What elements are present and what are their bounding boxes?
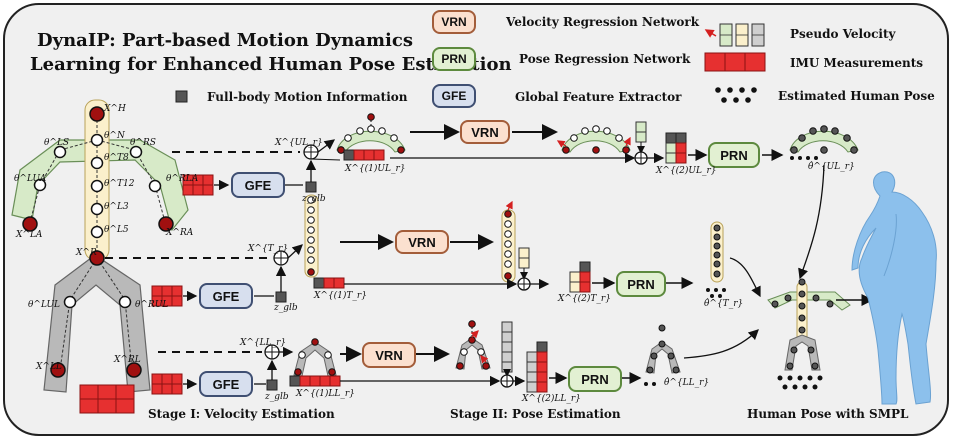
label-l5: θ^L5: [104, 225, 129, 235]
label-x1-ulr: X^{(1)UL_r}: [345, 164, 406, 174]
prn-box-lower: PRN: [568, 366, 622, 392]
label-zglb-upper: z_glb: [302, 194, 326, 204]
label-zglb-lower: z_glb: [265, 392, 289, 402]
vrn-box-lower: VRN: [362, 342, 416, 368]
label-la: X^LA: [16, 230, 43, 240]
label-rs: θ^RS: [130, 138, 156, 148]
legend-prn-text: Pose Regression Network: [519, 52, 691, 66]
legend-imu: IMU Measurements: [790, 56, 924, 70]
legend-prn-tag: PRN: [432, 47, 476, 71]
gfe-box-lower: GFE: [199, 371, 253, 397]
legend-gfe-tag: GFE: [432, 84, 476, 108]
title-line-1: DynaIP: Part-based Motion Dynamics: [37, 30, 413, 51]
label-root: X^R: [76, 248, 97, 258]
label-lul: θ^LUL: [28, 300, 61, 310]
gfe-box-upper: GFE: [231, 172, 285, 198]
label-lua: θ^LUA: [14, 174, 47, 184]
smpl-body: [851, 171, 937, 405]
label-x2-llr: X^{(2)LL_r}: [522, 394, 581, 404]
legend-graphics: [175, 23, 766, 103]
label-x2-tr: X^{(2)T_r}: [558, 294, 611, 304]
vrn-box-torso: VRN: [395, 230, 449, 254]
row-torso: [105, 194, 761, 307]
vrn-box-upper: VRN: [460, 120, 510, 144]
label-x-ulr: X^{UL_r}: [275, 138, 323, 148]
label-x1-tr: X^{(1)T_r}: [314, 291, 367, 301]
label-rl: X^RL: [114, 355, 141, 365]
row-upper: [172, 113, 859, 280]
prn-box-upper: PRN: [708, 142, 760, 168]
label-ra: X^RA: [166, 228, 194, 238]
label-x-tr: X^{T_r}: [248, 244, 289, 254]
label-t12: θ^T12: [104, 179, 135, 189]
label-l3: θ^L3: [104, 202, 129, 212]
label-zglb-torso: z_glb: [274, 303, 298, 313]
legend-full-body-motion: Full-body Motion Information: [207, 90, 408, 104]
stage1-caption: Stage I: Velocity Estimation: [148, 407, 335, 421]
legend-gfe-text: Global Feature Extractor: [515, 90, 682, 104]
label-t8: θ^T8: [104, 153, 129, 163]
label-theta-ulr: θ̂^{UL_r}: [808, 162, 855, 172]
label-ll: X^LL: [36, 362, 62, 372]
stage2-caption: Stage II: Pose Estimation: [450, 407, 621, 421]
left-skeleton: [11, 99, 189, 393]
legend-vrn-text: Velocity Regression Network: [506, 15, 700, 29]
label-rul: θ^RUL: [135, 300, 169, 310]
label-theta-tr: θ̂^{T_r}: [704, 299, 744, 309]
label-theta-llr: θ̂^{LL_r}: [664, 378, 710, 388]
label-x-llr: X^{LL_r}: [240, 338, 287, 348]
label-neck: θ^N: [104, 131, 125, 141]
label-ls: θ^LS: [44, 138, 70, 148]
label-x2-ulr: X^{(2)UL_r}: [656, 166, 717, 176]
legend-vrn-tag: VRN: [432, 10, 476, 34]
prn-box-torso: PRN: [616, 271, 666, 297]
title-line-2: Learning for Enhanced Human Pose Estimat…: [30, 54, 512, 75]
legend-estimated-pose: Estimated Human Pose: [778, 89, 935, 103]
row-lower: [79, 320, 759, 414]
label-head: X^H: [104, 104, 126, 114]
legend-pseudo-velocity: Pseudo Velocity: [790, 27, 896, 41]
gfe-box-torso: GFE: [199, 283, 253, 309]
label-x1-llr: X^{(1)LL_r}: [296, 389, 355, 399]
result-caption: Human Pose with SMPL: [747, 407, 909, 421]
label-rla: θ^RLA: [166, 174, 199, 184]
final-pose: [767, 278, 874, 390]
